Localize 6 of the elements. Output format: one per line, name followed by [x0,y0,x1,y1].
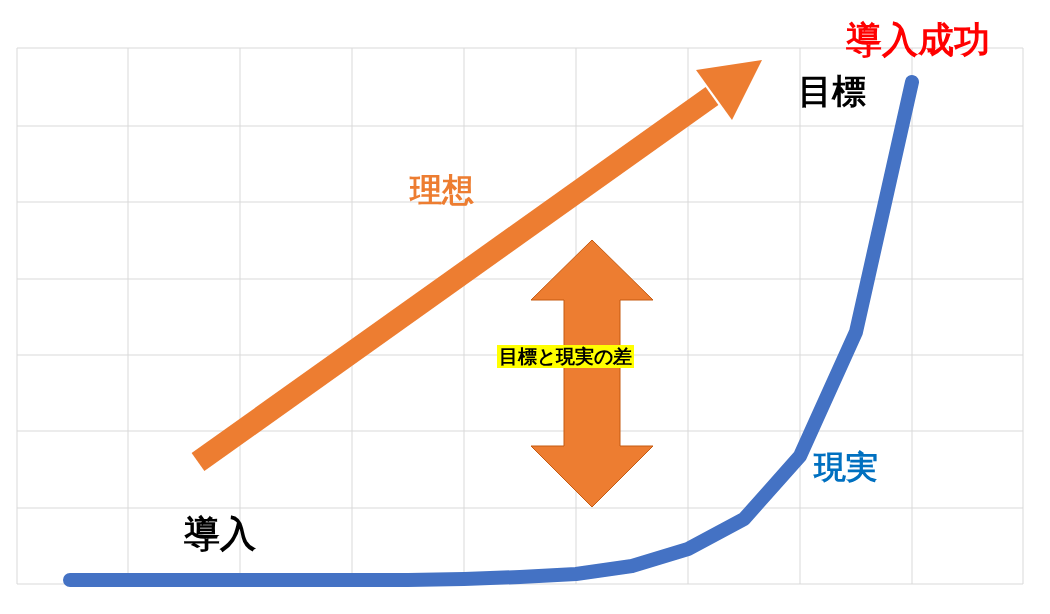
chart-label: 目標と現実の差 [497,345,634,368]
chart-label: 導入 [184,516,256,552]
chart-label: 導入成功 [846,22,990,58]
chart-label: 現実 [814,451,878,483]
chart-label: 理想 [410,174,474,206]
chart-label: 目標 [798,74,866,108]
